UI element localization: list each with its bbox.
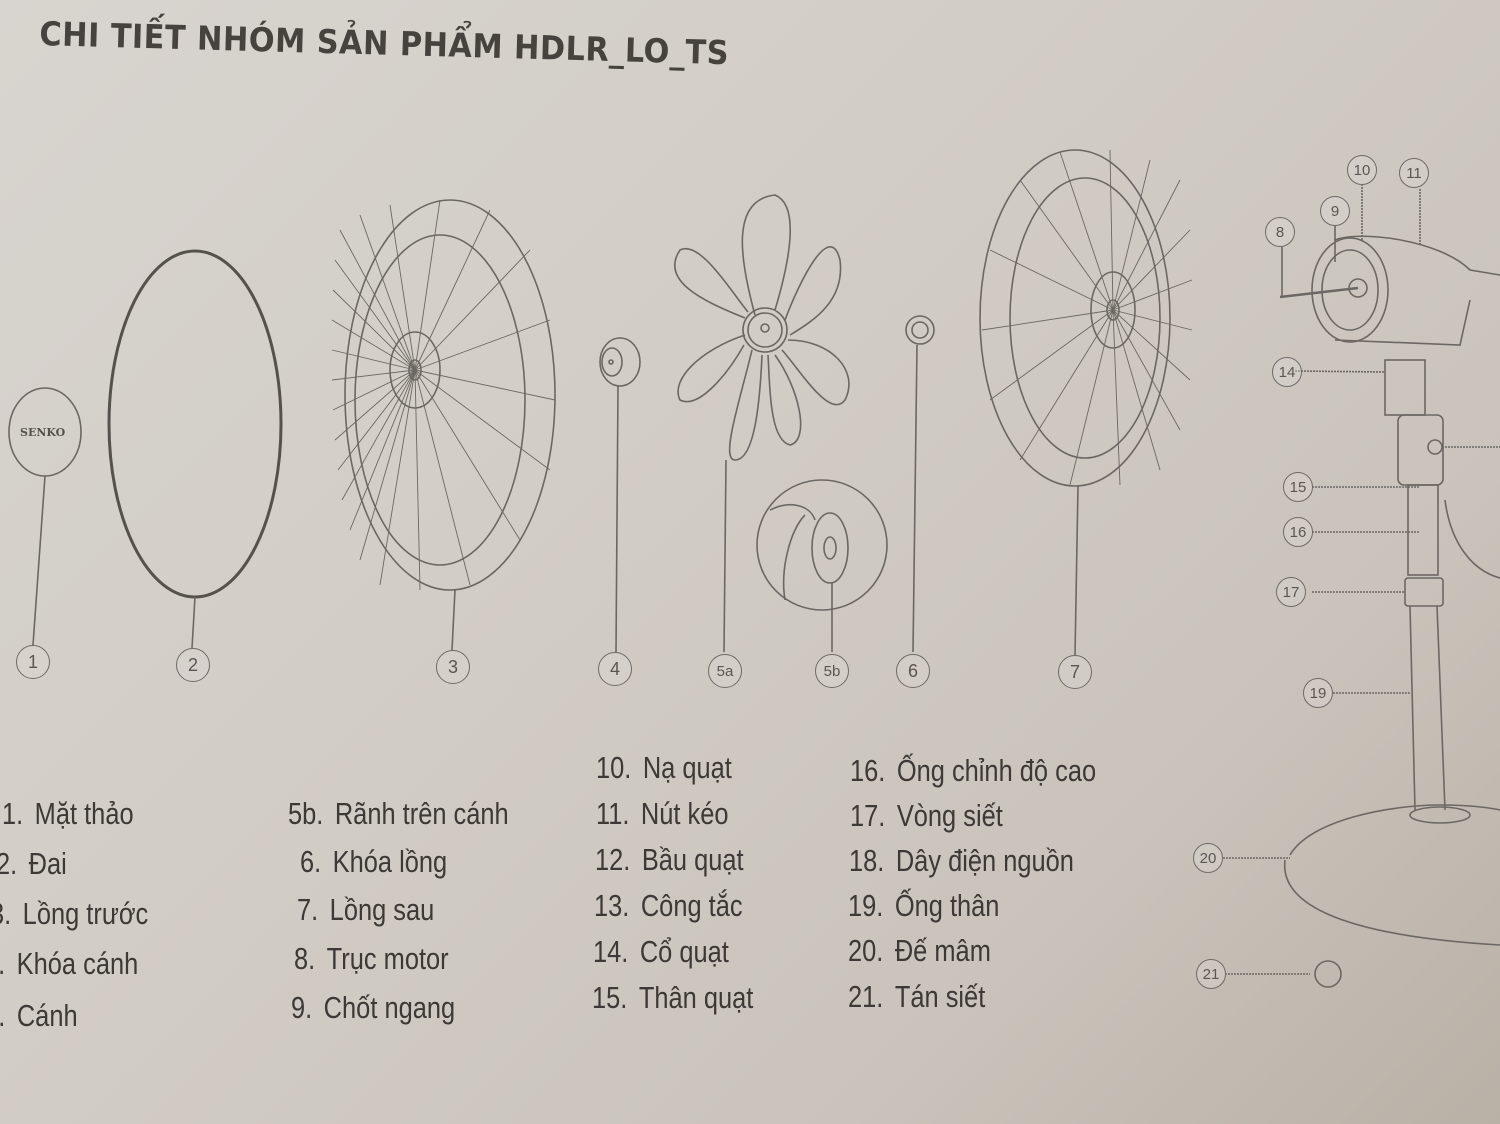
callout-7: 7 xyxy=(1058,655,1092,689)
callout-20: 20 xyxy=(1193,843,1223,873)
part-item-17: 17.Vòng siết xyxy=(850,798,1003,833)
part-item-7: 7.Lồng sau xyxy=(297,892,435,927)
callout-8: 8 xyxy=(1265,217,1295,247)
callout-15: 15 xyxy=(1283,472,1313,502)
blade-illustration xyxy=(673,194,850,653)
part-item-18: 18.Dây điện nguồn xyxy=(849,843,1074,878)
callout-17: 17 xyxy=(1276,577,1306,607)
part-item-11: 11.Nút kéo xyxy=(596,796,729,831)
part-item-20: 20.Đế mâm xyxy=(848,933,991,968)
part-item-10: 10.Nạ quạt xyxy=(596,750,732,785)
part-item-8: 8.Trục motor xyxy=(294,941,449,976)
part-item-2: 2.Đai xyxy=(0,846,67,881)
part-item-12: 12.Bầu quạt xyxy=(595,842,744,877)
callout-16: 16 xyxy=(1283,517,1313,547)
callout-5a: 5a xyxy=(708,654,742,688)
front-guard-illustration xyxy=(331,199,556,651)
callout-9: 9 xyxy=(1320,196,1350,226)
spinner-illustration xyxy=(599,337,641,653)
part-item-19: 19.Ống thân xyxy=(848,888,1000,923)
callout-19: 19 xyxy=(1303,678,1333,708)
callout-14: 14 xyxy=(1272,357,1302,387)
part-item-16: 16.Ống chỉnh độ cao xyxy=(850,753,1097,788)
part-item-4: 4.Khóa cánh xyxy=(0,946,139,981)
callout-2: 2 xyxy=(176,648,210,682)
callout-4: 4 xyxy=(598,652,632,686)
callout-6: 6 xyxy=(896,654,930,688)
part-item-13: 13.Công tắc xyxy=(594,888,743,923)
ring-illustration xyxy=(107,249,283,599)
part-item-21: 21.Tán siết xyxy=(848,979,986,1014)
part-item-3: 3.Lồng trước xyxy=(0,896,149,931)
fan-assembly-illustration xyxy=(1223,185,1500,988)
callout-5b: 5b xyxy=(815,654,849,688)
part-item-1: 1.Mặt thảo xyxy=(2,796,134,831)
callout-1: 1 xyxy=(16,645,50,679)
blade-groove-detail-illustration xyxy=(756,479,888,652)
callout-11: 11 xyxy=(1399,158,1429,188)
part-item-6: 6.Khóa lồng xyxy=(300,844,448,879)
back-guard-illustration xyxy=(979,149,1193,656)
guard-lock-illustration xyxy=(905,315,935,653)
part-item-9: 9.Chốt ngang xyxy=(291,990,456,1025)
part-item-14: 14.Cổ quạt xyxy=(593,934,729,969)
part-item-5a: 5a.Cánh xyxy=(0,998,78,1033)
callout-21: 21 xyxy=(1196,959,1226,989)
callout-3: 3 xyxy=(436,650,470,684)
part-item-15: 15.Thân quạt xyxy=(592,980,754,1015)
callout-10: 10 xyxy=(1347,155,1377,185)
senko-logo-text: SENKO xyxy=(20,426,66,439)
part-item-5b: 5b.Rãnh trên cánh xyxy=(288,796,509,831)
